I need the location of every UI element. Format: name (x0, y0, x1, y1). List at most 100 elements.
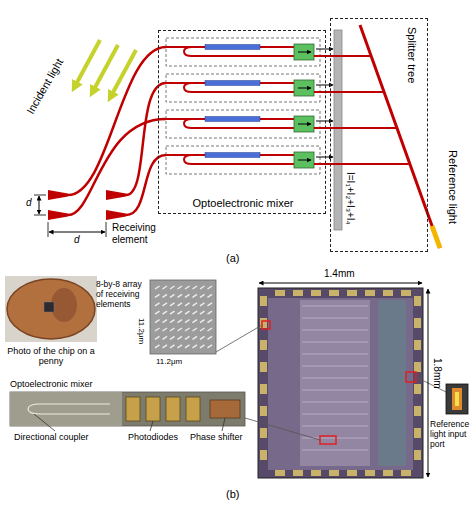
reference-inset (446, 384, 468, 414)
input-coupler (455, 392, 459, 406)
grating-coupler (106, 210, 126, 220)
receiving-element (200, 286, 205, 289)
receiving-element (185, 303, 190, 306)
formula-label: I=I₁+I₂+I₃+I₄ (344, 172, 356, 225)
chip-on-penny (44, 302, 54, 312)
receiving-element (200, 320, 205, 323)
zoom-marker (320, 436, 336, 444)
receiving-element (178, 294, 183, 297)
mixer-group: Optoelectronic mixer (158, 30, 326, 214)
photodiode (294, 116, 314, 132)
receiving-element (185, 345, 190, 348)
light-arrow (110, 50, 136, 98)
receiving-element (170, 336, 175, 339)
receiving-element (193, 336, 198, 339)
bond-pad (414, 450, 421, 460)
chip-trace (302, 450, 368, 451)
dimension-label: d (26, 197, 32, 209)
chip-trace (302, 378, 368, 379)
node-label: Splitter tree (405, 27, 418, 83)
array-photo (150, 280, 216, 354)
photodiode-pad (186, 397, 200, 421)
bond-pad (401, 290, 411, 296)
receiving-element (170, 345, 175, 348)
bond-pad (311, 470, 321, 476)
zoom-marker (262, 321, 270, 329)
bond-pad (365, 470, 375, 476)
receiving-element (163, 336, 168, 339)
bond-pad (293, 290, 303, 296)
summing-bar (334, 30, 342, 230)
receiving-element (155, 294, 160, 297)
splitter-branch (314, 55, 371, 57)
receiving-element (170, 320, 175, 323)
receiving-element (185, 320, 190, 323)
bond-pad (414, 340, 421, 350)
receiving-element (155, 311, 160, 314)
receiving-element (178, 345, 183, 348)
mixer-unit (166, 110, 333, 138)
mixer-photo-region (10, 392, 122, 426)
receiving-element (155, 345, 160, 348)
splitter-branches (314, 56, 410, 164)
receiving-element (185, 311, 190, 314)
receiving-element (208, 336, 213, 339)
bond-pad (414, 296, 421, 306)
phase-shifter (205, 45, 260, 50)
splitter-branch (314, 91, 384, 93)
bond-pad (293, 470, 303, 476)
receiving-element (193, 311, 198, 314)
chip-detail (260, 290, 421, 476)
phase-shifter-pad (210, 400, 240, 418)
array-photo-frame: 8-by-8 array of receiving elements (150, 280, 216, 354)
receiving-element (155, 286, 160, 289)
receiving-element (200, 311, 205, 314)
bond-pad (401, 470, 411, 476)
chip-photo (258, 288, 423, 478)
node-label: Reference light input port (430, 420, 474, 449)
penny-photo (5, 276, 97, 342)
grating-coupler (48, 190, 68, 200)
receiving-element (200, 303, 205, 306)
receiving-element (178, 286, 183, 289)
bond-pad (275, 290, 285, 296)
dimension-tick (106, 222, 107, 237)
receiving-element (163, 311, 168, 314)
receiving-element (163, 294, 168, 297)
leader-line (216, 325, 262, 352)
receiving-element (163, 303, 168, 306)
receiving-element (178, 336, 183, 339)
receiving-element (170, 286, 175, 289)
bond-pad (260, 450, 267, 460)
mixer-outline (166, 146, 320, 174)
current-arrow (298, 52, 311, 53)
receiving-element (193, 303, 198, 306)
node-label: Optoelectronic mixer (10, 379, 210, 389)
node-label: Optoelectronic mixer (159, 197, 327, 210)
part-label: Receiving element (112, 222, 174, 245)
mixer-unit (166, 74, 333, 102)
receiving-element (200, 336, 205, 339)
waveguide (68, 119, 166, 215)
dimension-label: d (74, 234, 80, 246)
bond-pad (414, 428, 421, 438)
receiving-element (193, 345, 198, 348)
panel-label: (a) (226, 252, 239, 265)
receiving-element (185, 294, 190, 297)
current-arrow (298, 124, 311, 125)
photodiode (294, 44, 314, 60)
receiving-element (170, 294, 175, 297)
dimension-line (428, 289, 429, 477)
leader-line (222, 418, 225, 431)
grating-coupler (106, 190, 126, 200)
part-label: Directional coupler (14, 432, 104, 442)
chip-trace (302, 402, 368, 403)
bond-pad (329, 470, 339, 476)
mixer-outline (166, 74, 320, 102)
chip-trace (302, 390, 368, 391)
bond-pad (260, 384, 267, 394)
bond-pad (414, 384, 421, 394)
receiving-element (185, 336, 190, 339)
bond-pad (383, 470, 393, 476)
